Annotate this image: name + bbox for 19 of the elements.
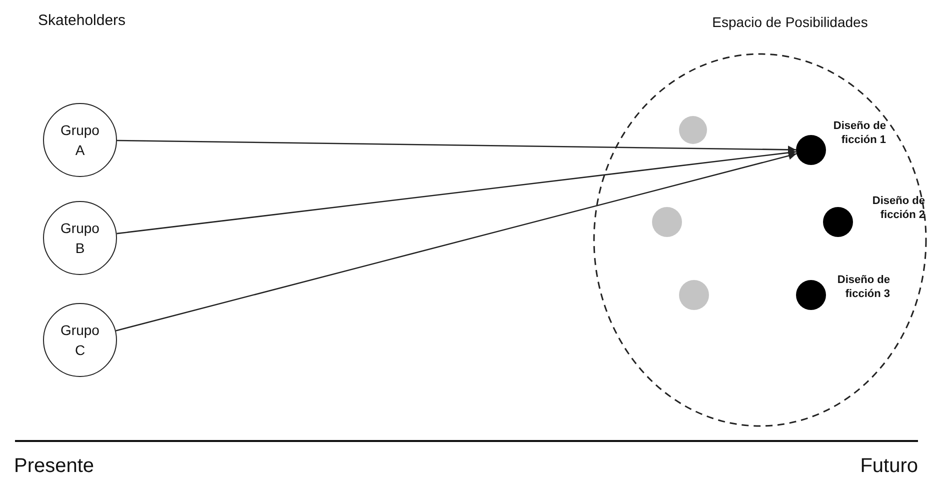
- dot-label: Diseño de ficción 3: [836, 273, 890, 301]
- stakeholder-circle: Grupo A: [43, 103, 117, 177]
- arrow: [116, 152, 797, 332]
- dot-label: Diseño de ficción 1: [832, 119, 886, 147]
- dot: [679, 280, 709, 310]
- stakeholder-circle: Grupo B: [43, 201, 117, 275]
- text-label: Futuro: [860, 455, 918, 478]
- text-label: Skateholders: [38, 12, 126, 29]
- dot: [796, 280, 826, 310]
- stakeholder-circle: Grupo C: [43, 303, 117, 377]
- dot: [679, 116, 707, 144]
- text-label: Presente: [14, 455, 94, 478]
- heading: Espacio de Posibilidades: [711, 14, 869, 30]
- dot: [823, 207, 853, 237]
- dot: [796, 135, 826, 165]
- dot-label: Diseño de ficción 2: [871, 194, 925, 222]
- arrow: [116, 148, 796, 234]
- arrow: [116, 140, 796, 154]
- dot: [652, 207, 682, 237]
